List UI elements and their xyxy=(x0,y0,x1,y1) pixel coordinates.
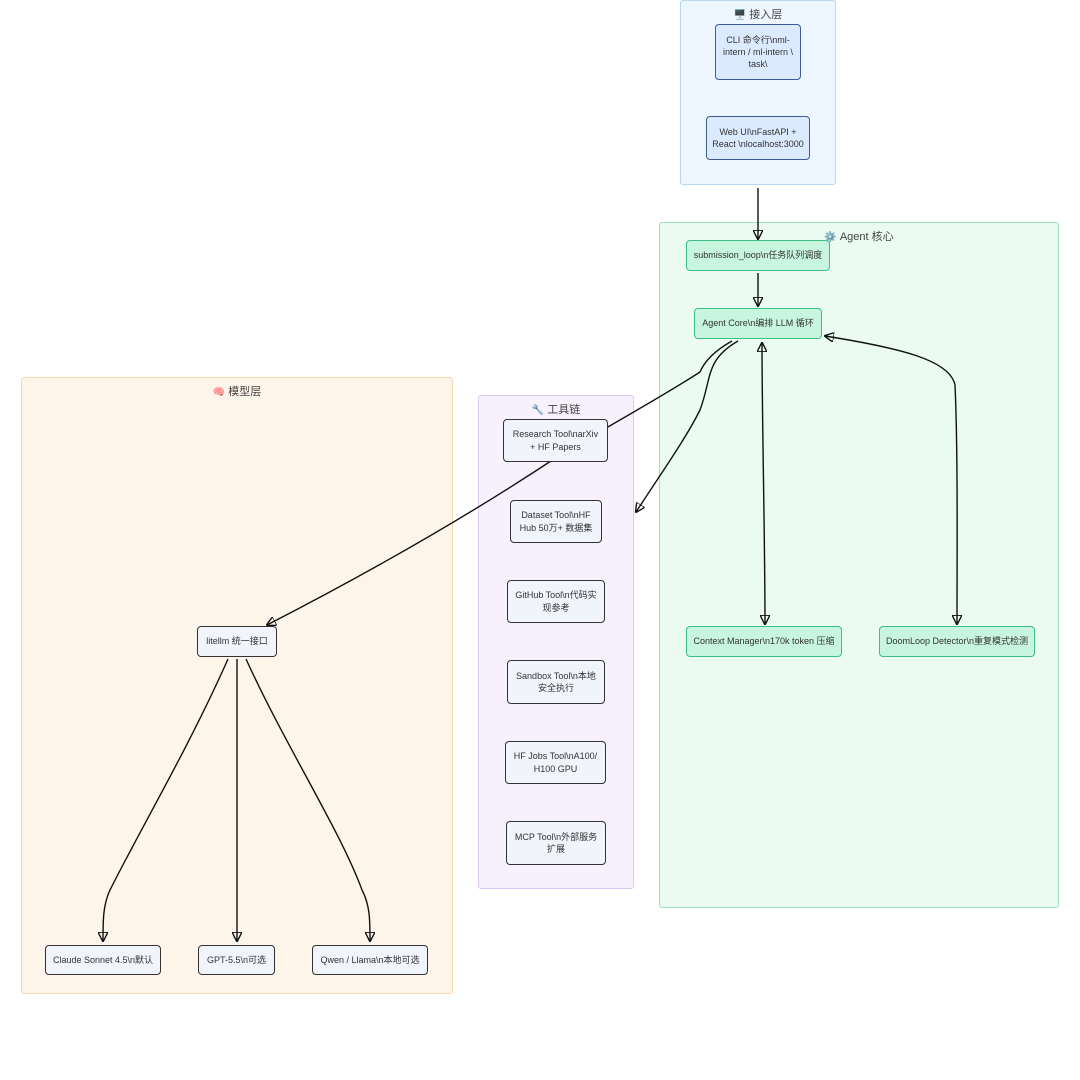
gpt-node[interactable]: GPT-5.5\n可选 xyxy=(198,945,275,975)
claude-node[interactable]: Claude Sonnet 4.5\n默认 xyxy=(45,945,161,975)
github-tool-label: GitHub Tool\n代码实现参考 xyxy=(515,590,597,613)
agent-core-label: Agent Core\n编排 LLM 循环 xyxy=(702,318,814,329)
access-layer-title-text: 接入层 xyxy=(749,9,783,21)
context-manager-label: Context Manager\n170k token 压缩 xyxy=(693,636,835,647)
webui-node[interactable]: Web UI\nFastAPI + React \nlocalhost:3000 xyxy=(706,116,810,160)
dataset-tool-node[interactable]: Dataset Tool\nHF Hub 50万+ 数据集 xyxy=(510,500,602,543)
model-layer-cluster: 🧠模型层 xyxy=(21,377,453,994)
access-layer-title: 🖥️接入层 xyxy=(681,6,835,22)
webui-node-label: Web UI\nFastAPI + React \nlocalhost:3000 xyxy=(712,126,804,149)
qwen-node[interactable]: Qwen / Llama\n本地可选 xyxy=(312,945,428,975)
qwen-label: Qwen / Llama\n本地可选 xyxy=(320,954,420,965)
model-layer-title-text: 模型层 xyxy=(228,386,262,398)
hfjobs-tool-node[interactable]: HF Jobs Tool\nA100/ H100 GPU xyxy=(505,741,606,784)
github-tool-node[interactable]: GitHub Tool\n代码实现参考 xyxy=(507,580,605,623)
monitor-icon: 🖥️ xyxy=(733,10,747,21)
cli-node[interactable]: CLI 命令行\nml-intern / ml-intern \ task\ xyxy=(715,24,801,80)
toolchain-title-text: 工具链 xyxy=(547,404,581,416)
context-manager-node[interactable]: Context Manager\n170k token 压缩 xyxy=(686,626,842,657)
research-tool-node[interactable]: Research Tool\narXiv + HF Papers xyxy=(503,419,608,462)
brain-icon: 🧠 xyxy=(212,387,226,398)
agent-core-node[interactable]: Agent Core\n编排 LLM 循环 xyxy=(694,308,822,339)
submission-loop-node[interactable]: submission_loop\n任务队列调度 xyxy=(686,240,830,271)
agent-core-title: ⚙️Agent 核心 xyxy=(660,228,1058,244)
gear-icon: ⚙️ xyxy=(824,232,837,243)
sandbox-tool-node[interactable]: Sandbox Tool\n本地安全执行 xyxy=(507,660,605,704)
submission-loop-label: submission_loop\n任务队列调度 xyxy=(693,250,823,261)
doomloop-detector-node[interactable]: DoomLoop Detector\n重复模式检测 xyxy=(879,626,1035,657)
gpt-label: GPT-5.5\n可选 xyxy=(206,954,267,965)
hfjobs-tool-label: HF Jobs Tool\nA100/ H100 GPU xyxy=(513,751,598,774)
research-tool-label: Research Tool\narXiv + HF Papers xyxy=(512,429,599,452)
model-layer-title: 🧠模型层 xyxy=(22,383,452,399)
litellm-label: litellm 统一接口 xyxy=(206,636,268,647)
claude-label: Claude Sonnet 4.5\n默认 xyxy=(52,954,154,965)
wrench-icon: 🔧 xyxy=(531,405,545,416)
cli-node-label: CLI 命令行\nml-intern / ml-intern \ task\ xyxy=(722,34,794,70)
dataset-tool-label: Dataset Tool\nHF Hub 50万+ 数据集 xyxy=(519,510,593,533)
toolchain-cluster: 🔧工具链 xyxy=(478,395,634,889)
doomloop-detector-label: DoomLoop Detector\n重复模式检测 xyxy=(885,636,1029,647)
agent-core-title-text: Agent 核心 xyxy=(839,231,894,243)
mcp-tool-label: MCP Tool\n外部服务扩展 xyxy=(514,831,598,854)
mcp-tool-node[interactable]: MCP Tool\n外部服务扩展 xyxy=(506,821,606,865)
toolchain-title: 🔧工具链 xyxy=(479,401,633,417)
sandbox-tool-label: Sandbox Tool\n本地安全执行 xyxy=(516,670,596,693)
litellm-node[interactable]: litellm 统一接口 xyxy=(197,626,277,657)
